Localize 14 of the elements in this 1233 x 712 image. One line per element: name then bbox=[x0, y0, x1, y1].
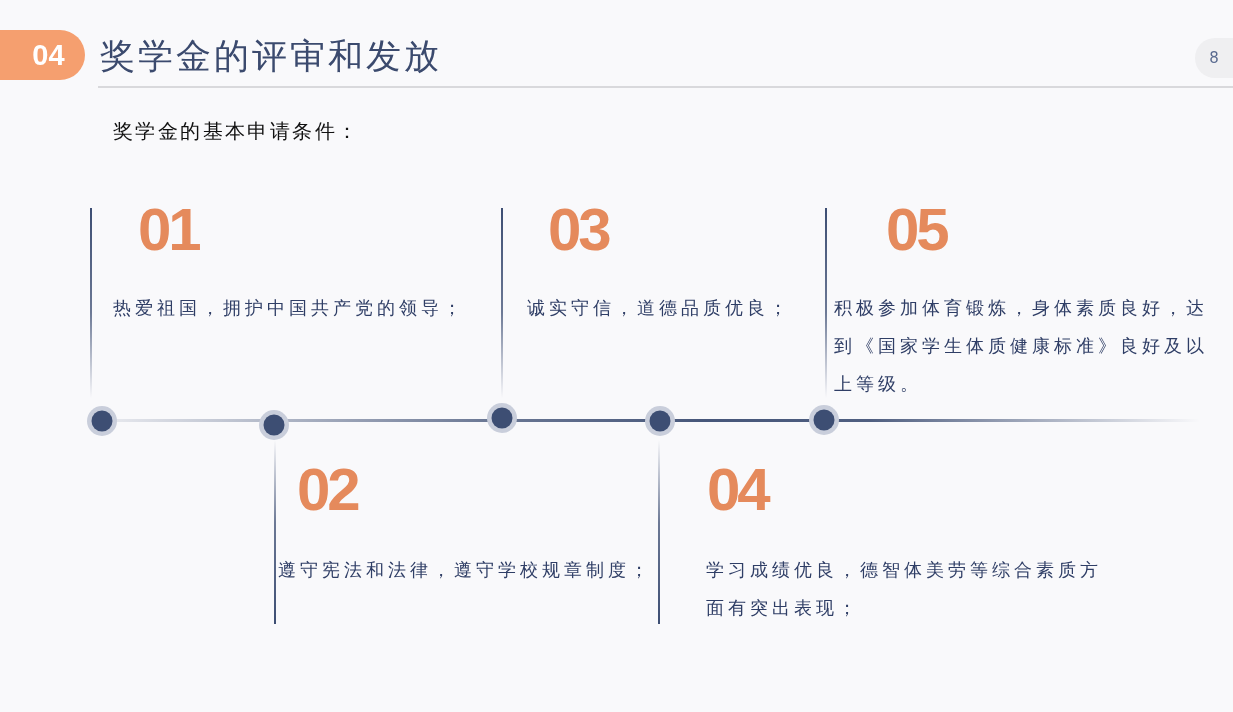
page-number: 8 bbox=[1195, 38, 1233, 78]
step-number: 01 bbox=[138, 200, 199, 260]
step-number: 05 bbox=[886, 200, 947, 260]
step-text: 积极参加体育锻炼，身体素质良好，达到《国家学生体质健康标准》良好及以上等级。 bbox=[834, 296, 1209, 396]
step-text: 诚实守信，道德品质优良； bbox=[527, 296, 791, 320]
step-text: 学习成绩优良，德智体美劳等综合素质方面有突出表现； bbox=[706, 558, 1103, 620]
step-number: 02 bbox=[297, 460, 358, 520]
subheading: 奖学金的基本申请条件： bbox=[113, 118, 360, 145]
step-text: 热爱祖国，拥护中国共产党的领导； bbox=[113, 296, 465, 320]
step-text: 遵守宪法和法律，遵守学校规章制度； bbox=[278, 558, 652, 582]
slide-title: 奖学金的评审和发放 bbox=[100, 35, 442, 78]
section-number-badge: 04 bbox=[0, 30, 85, 80]
step-number: 04 bbox=[707, 460, 768, 520]
step-number: 03 bbox=[548, 200, 609, 260]
